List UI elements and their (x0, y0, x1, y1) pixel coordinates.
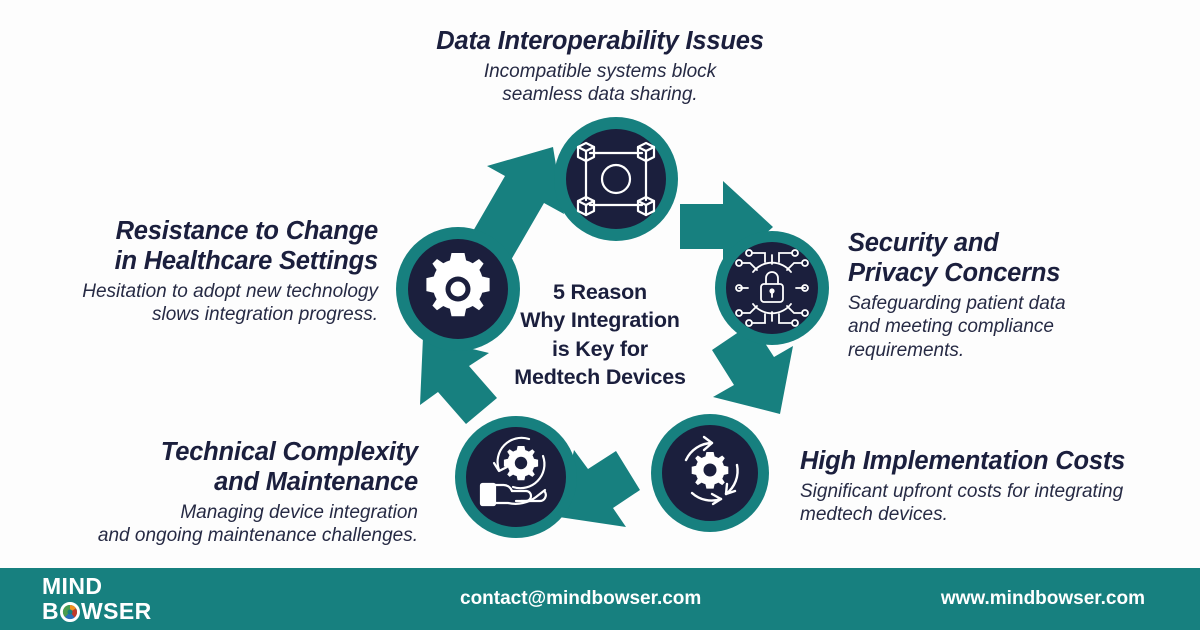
label-high-implementation-costs: High Implementation Costs Significant up… (800, 446, 1170, 526)
connector-arrows (420, 147, 793, 527)
logo-text-b: B (42, 598, 60, 624)
connector-right-to-bottomright (712, 323, 793, 414)
logo-text-wser: WSER (81, 598, 152, 624)
node-disc-inner (566, 129, 666, 229)
label-description: Hesitation to adopt new technology slows… (82, 281, 378, 326)
label-description: Incompatible systems block seamless data… (483, 61, 717, 106)
label-title: Technical Complexity and Maintenance (160, 438, 418, 497)
label-description: Safeguarding patient data and meeting co… (848, 293, 1066, 361)
label-description: Managing device integration and ongoing … (97, 502, 418, 547)
center-heading: 5 Reason Why Integration is Key for Medt… (514, 280, 686, 390)
label-title: Data Interoperability Issues (436, 27, 764, 55)
node-disc-inner (726, 242, 818, 334)
label-technical-complexity: Technical Complexity and Maintenance Man… (28, 437, 418, 548)
label-title: Security and Privacy Concerns (848, 229, 1061, 288)
gear-icon (426, 253, 490, 317)
label-security-privacy: Security and Privacy Concerns Safeguardi… (848, 228, 1178, 362)
label-resistance-to-change: Resistance to Change in Healthcare Setti… (28, 216, 378, 327)
logo-line-mind: MIND (42, 573, 103, 599)
connector-bottomleft-to-left (420, 337, 497, 424)
label-description: Significant upfront costs for integratin… (800, 481, 1124, 526)
mindbowser-circle-logo-icon (60, 601, 81, 622)
node-technical-complexity[interactable] (455, 416, 577, 538)
network-nodes-icon (576, 141, 656, 217)
connector-left-to-top (465, 147, 564, 260)
node-data-interoperability[interactable] (554, 117, 678, 241)
node-resistance-to-change[interactable] (396, 227, 520, 351)
gear-cycle-icon (684, 435, 739, 506)
label-title: High Implementation Costs (800, 447, 1126, 475)
cyber-lock-icon (735, 249, 809, 327)
footer-email[interactable]: contact@mindbowser.com (460, 588, 702, 609)
label-data-interoperability: Data Interoperability Issues Incompatibl… (380, 26, 820, 106)
mindbowser-logo[interactable]: MIND B WSER (42, 575, 152, 623)
node-disc-inner (466, 427, 566, 527)
node-high-implementation-costs[interactable] (651, 414, 769, 532)
footer-bar: MIND B WSER contact@mindbowser.com ww (0, 568, 1200, 630)
logo-line-bowser: B WSER (42, 600, 152, 623)
footer-website[interactable]: www.mindbowser.com (940, 588, 1145, 609)
hand-gear-icon (479, 436, 547, 507)
connector-top-to-right (680, 181, 773, 272)
label-title: Resistance to Change in Healthcare Setti… (114, 217, 379, 276)
connector-bottomright-to-bottomleft (559, 450, 640, 527)
node-security-privacy[interactable] (715, 231, 829, 345)
